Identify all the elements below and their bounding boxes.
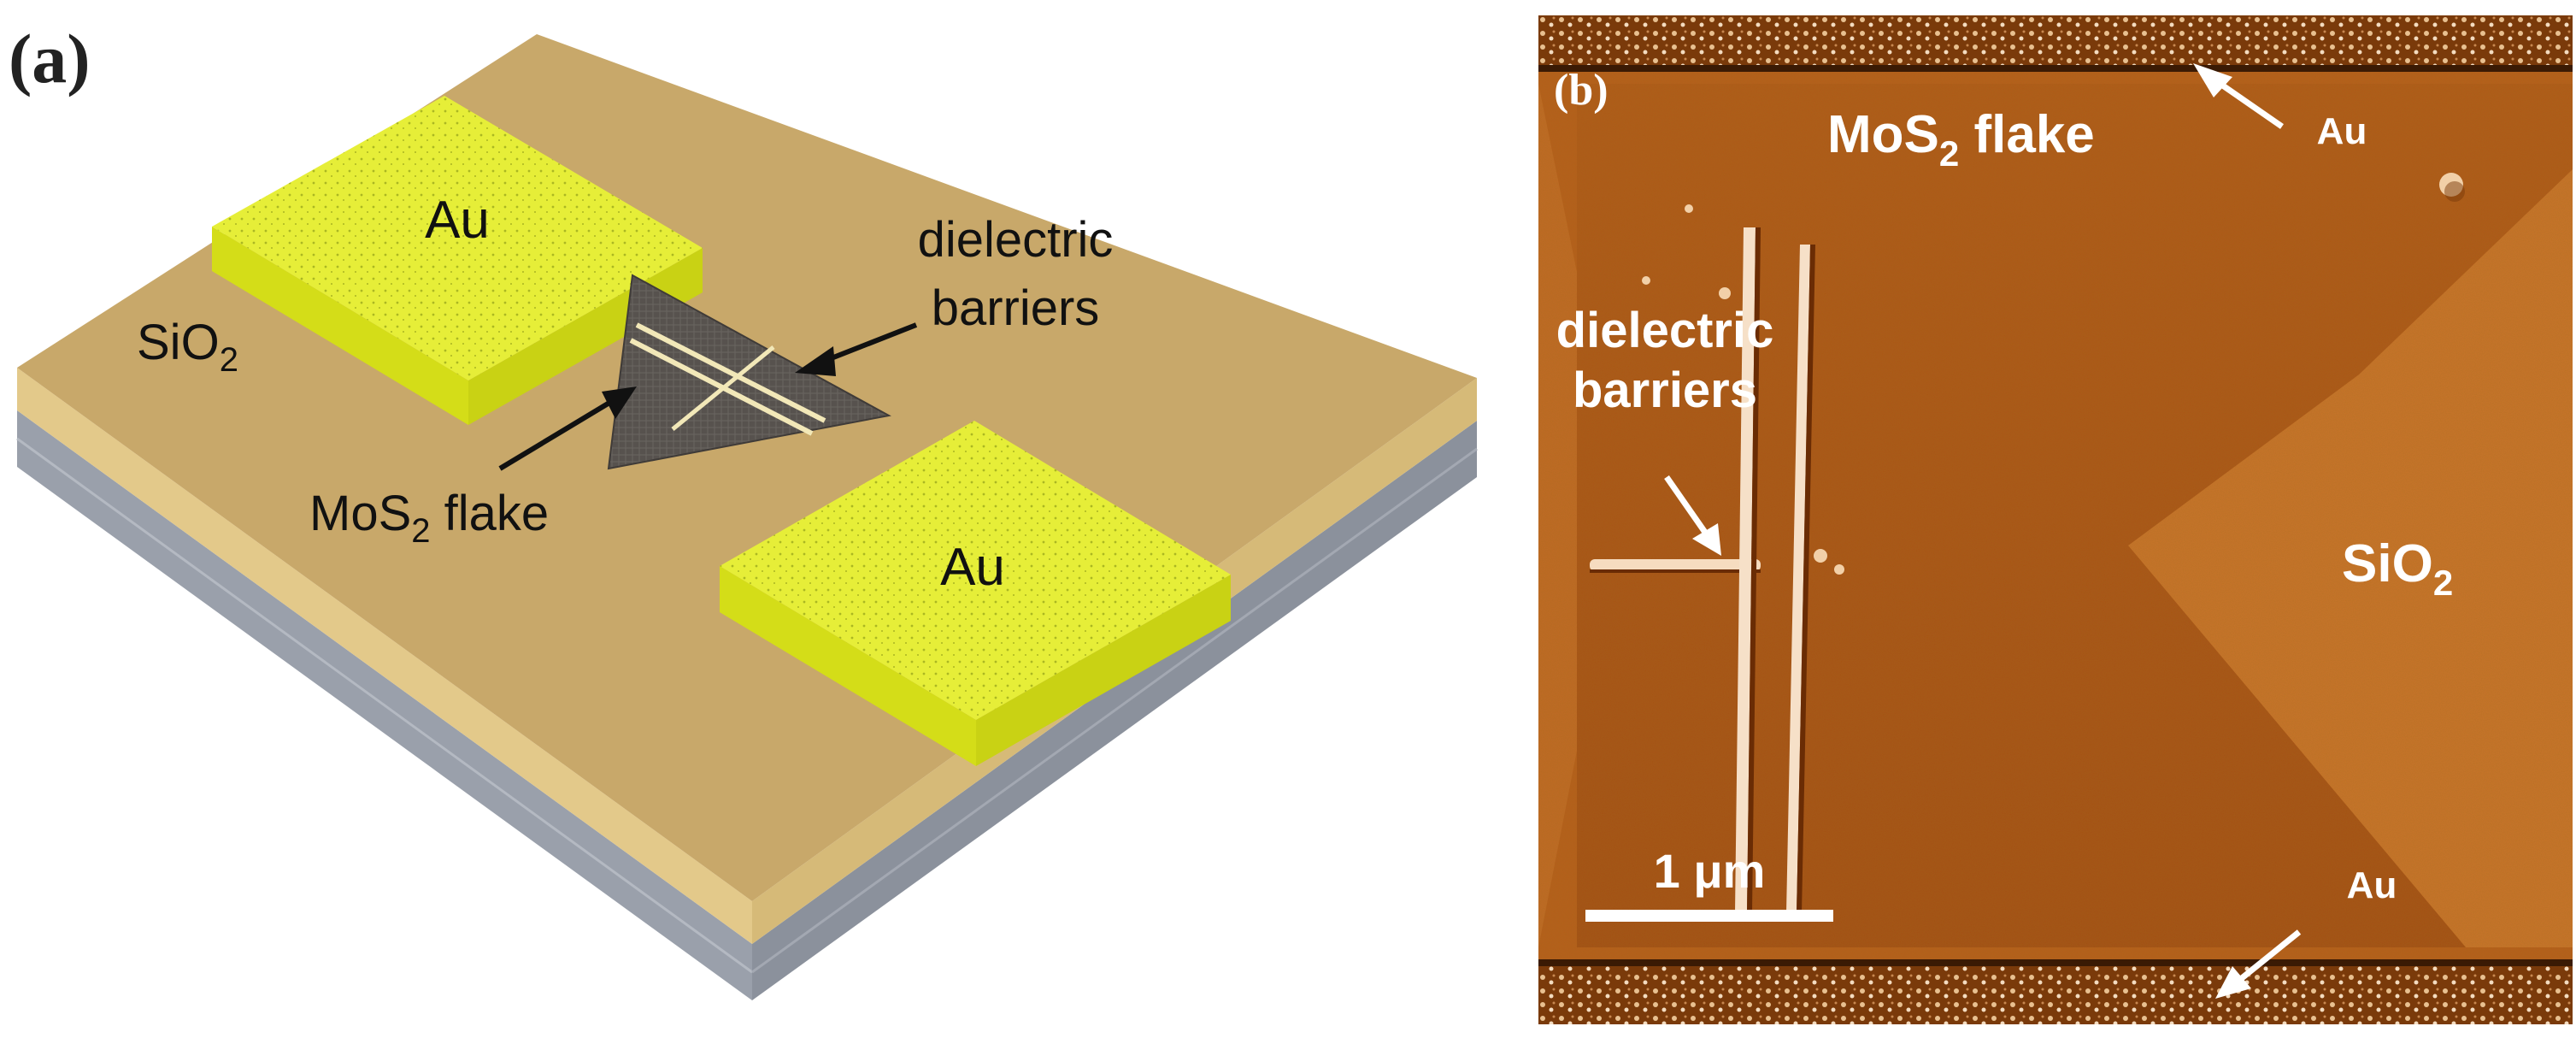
scale-bar xyxy=(1585,910,1833,922)
afm-au-top xyxy=(1538,15,2573,67)
afm-label-barriers: barriers xyxy=(1573,363,1757,418)
barrier-line-2 xyxy=(635,322,826,423)
barrier-line-3 xyxy=(671,345,775,431)
afm-label-au-bottom: Au xyxy=(2347,864,2397,906)
afm-arrow-au-top xyxy=(2193,63,2232,97)
afm-flake-region xyxy=(1577,84,2573,947)
label-au-bottom: Au xyxy=(940,538,1005,597)
afm-barrier-2 xyxy=(1786,245,1810,913)
afm-sio2-left xyxy=(1538,84,1577,947)
arrow-head-barriers xyxy=(795,346,836,376)
afm-image: (b) Au Au MoS2 flake dielectric barriers… xyxy=(1538,15,2573,1024)
label-barriers: barriers xyxy=(932,280,1100,336)
sio2-side-left xyxy=(17,368,752,944)
au-bottom-side-left xyxy=(720,566,976,766)
label-mos2-flake: MoS2 flake xyxy=(309,486,549,550)
panel-a-label: (a) xyxy=(9,20,91,97)
sio2-top-surface xyxy=(17,34,1477,901)
label-dielectric: dielectric xyxy=(918,212,1114,268)
au-bottom-side-right xyxy=(976,575,1231,766)
afm-barrier-1 xyxy=(1735,227,1756,913)
panel-b-label: (b) xyxy=(1554,66,1609,115)
scale-bar-label: 1 μm xyxy=(1654,844,1766,898)
label-au-top: Au xyxy=(425,191,490,250)
afm-label-dielectric: dielectric xyxy=(1556,303,1774,358)
afm-label-au-top: Au xyxy=(2317,110,2367,152)
arrow-head-flake xyxy=(602,386,637,419)
afm-arrow-barriers xyxy=(1692,523,1721,556)
afm-sio2-right xyxy=(2128,169,2573,947)
au-top-side-left xyxy=(212,227,468,425)
afm-barrier-horizontal xyxy=(1590,559,1761,571)
afm-arrow-au-bottom xyxy=(2215,966,2251,999)
afm-label-mos2-flake: MoS2 flake xyxy=(1827,105,2095,174)
label-sio2: SiO2 xyxy=(137,315,238,379)
device-schematic: Au Au SiO2 dielectric barriers MoS2 flak… xyxy=(16,34,1478,1000)
afm-label-sio2: SiO2 xyxy=(2342,534,2453,603)
afm-au-bottom xyxy=(1538,964,2573,1024)
